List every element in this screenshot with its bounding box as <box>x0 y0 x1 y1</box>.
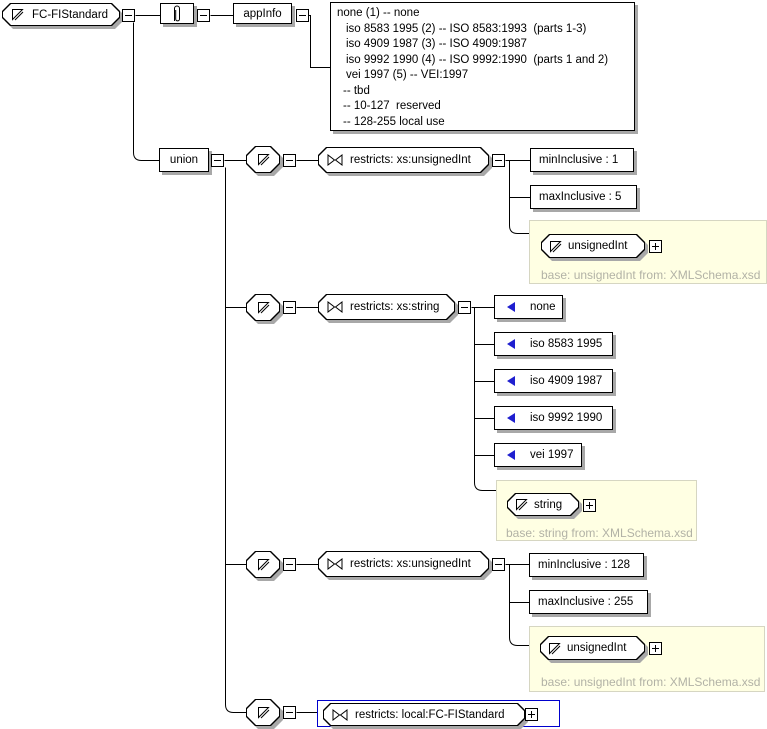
enum-value-item[interactable]: none <box>494 295 563 319</box>
enum-triangle-icon <box>507 376 515 386</box>
collapse-toggle-restriction-3[interactable] <box>492 558 505 571</box>
facet-maxInclusive-box[interactable]: maxInclusive : 5 <box>530 185 637 209</box>
enum-label: iso 4909 1987 <box>530 375 602 387</box>
restriction-node-label: restricts: local:FC-FIStandard <box>355 709 505 721</box>
base-type-label: unsignedInt <box>567 642 626 654</box>
simpletype-icon <box>257 558 270 571</box>
bowtie-restriction-icon <box>327 301 343 313</box>
base-type-label: unsignedInt <box>568 240 627 252</box>
facet-label: minInclusive : 128 <box>538 559 630 571</box>
collapse-toggle-union[interactable] <box>211 154 224 167</box>
restriction-node-3[interactable]: restricts: xs:unsignedInt <box>318 551 489 577</box>
facet-label: maxInclusive : 5 <box>539 191 621 203</box>
facet-maxInclusive-box[interactable]: maxInclusive : 255 <box>529 590 648 614</box>
restriction-node-1[interactable]: restricts: xs:unsignedInt <box>318 147 489 173</box>
enum-value-item[interactable]: iso 8583 1995 <box>494 332 613 356</box>
enum-label: none <box>530 301 556 313</box>
enum-triangle-icon <box>507 339 515 349</box>
base-caption: base: string from: XMLSchema.xsd <box>506 526 693 540</box>
simpletype-icon <box>257 153 270 166</box>
restriction-node-label: restricts: xs:string <box>350 301 439 313</box>
bowtie-restriction-icon <box>332 709 348 721</box>
appinfo-line: none (1) -- none <box>337 6 632 22</box>
simpletype-icon-node-4[interactable] <box>246 699 280 726</box>
expand-toggle-base-1[interactable] <box>649 240 662 253</box>
expand-toggle-base-3[interactable] <box>649 642 662 655</box>
enum-triangle-icon <box>507 413 515 423</box>
enum-value-item[interactable]: iso 4909 1987 <box>494 369 613 393</box>
enum-triangle-icon <box>507 450 515 460</box>
base-type-box-3: unsignedInt base: unsignedInt from: XMLS… <box>529 626 765 692</box>
annotation-node[interactable] <box>160 3 194 24</box>
collapse-toggle-member-4[interactable] <box>283 706 296 719</box>
selection-highlight: restricts: local:FC-FIStandard <box>317 700 560 727</box>
appinfo-line: -- tbd <box>337 84 632 100</box>
appinfo-documentation-box[interactable]: none (1) -- none iso 8583 1995 (2) -- IS… <box>330 2 635 131</box>
facet-minInclusive-box[interactable]: minInclusive : 1 <box>530 148 634 172</box>
simpletype-icon <box>11 8 24 21</box>
simpletype-icon-node-1[interactable] <box>246 146 280 173</box>
base-caption: base: unsignedInt from: XMLSchema.xsd <box>541 675 760 689</box>
appinfo-node[interactable]: appInfo <box>233 3 292 24</box>
appinfo-line: iso 9992 1990 (4) -- ISO 9992:1990 (part… <box>337 53 632 69</box>
collapse-toggle-restriction-1[interactable] <box>492 154 505 167</box>
root-simpletype-node[interactable]: FC-FIStandard <box>2 3 120 26</box>
enum-label: iso 9992 1990 <box>530 412 602 424</box>
root-node-label: FC-FIStandard <box>32 9 108 21</box>
restriction-node-label: restricts: xs:unsignedInt <box>350 558 471 570</box>
simpletype-icon <box>257 706 270 719</box>
appinfo-line: -- 128-255 local use <box>337 115 632 131</box>
collapse-toggle-member-1[interactable] <box>283 154 296 167</box>
enum-value-item[interactable]: vei 1997 <box>494 443 582 467</box>
appinfo-line: iso 8583 1995 (2) -- ISO 8583:1993 (part… <box>337 22 632 38</box>
facet-label: minInclusive : 1 <box>539 154 618 166</box>
simpletype-icon <box>515 498 528 511</box>
restriction-node-2[interactable]: restricts: xs:string <box>318 294 455 320</box>
base-type-node[interactable]: unsignedInt <box>540 636 645 660</box>
enum-triangle-icon <box>507 302 515 312</box>
collapse-toggle-annotation[interactable] <box>197 9 210 22</box>
collapse-toggle-root[interactable] <box>122 9 135 22</box>
facet-label: maxInclusive : 255 <box>538 596 633 608</box>
paperclip-icon <box>171 4 183 23</box>
base-type-box-1: unsignedInt base: unsignedInt from: XMLS… <box>529 220 767 284</box>
simpletype-icon <box>548 642 561 655</box>
expand-toggle-base-2[interactable] <box>583 499 596 512</box>
union-node-label: union <box>170 154 198 166</box>
enum-label: vei 1997 <box>530 449 573 461</box>
appinfo-node-label: appInfo <box>243 8 281 20</box>
union-node[interactable]: union <box>159 148 209 172</box>
simpletype-icon <box>549 240 562 253</box>
simpletype-icon-node-3[interactable] <box>246 551 280 578</box>
collapse-toggle-restriction-2[interactable] <box>458 301 471 314</box>
base-type-node[interactable]: unsignedInt <box>541 234 645 258</box>
base-type-box-2: string base: string from: XMLSchema.xsd <box>496 480 697 541</box>
bowtie-restriction-icon <box>327 558 343 570</box>
base-caption: base: unsignedInt from: XMLSchema.xsd <box>541 268 760 282</box>
bowtie-restriction-icon <box>327 154 343 166</box>
base-type-label: string <box>534 499 562 511</box>
appinfo-line: -- 10-127 reserved <box>337 99 632 115</box>
base-type-node[interactable]: string <box>507 493 579 516</box>
restriction-node-4[interactable]: restricts: local:FC-FIStandard <box>323 703 525 726</box>
appinfo-line: iso 4909 1987 (3) -- ISO 4909:1987 <box>337 37 632 53</box>
simpletype-icon-node-2[interactable] <box>246 294 280 321</box>
expand-toggle-restriction-4[interactable] <box>525 708 538 721</box>
collapse-toggle-member-3[interactable] <box>283 558 296 571</box>
simpletype-icon <box>257 301 270 314</box>
collapse-toggle-appinfo[interactable] <box>296 9 309 22</box>
appinfo-line: vei 1997 (5) -- VEI:1997 <box>337 68 632 84</box>
enum-value-item[interactable]: iso 9992 1990 <box>494 406 613 430</box>
restriction-node-label: restricts: xs:unsignedInt <box>350 154 471 166</box>
enum-label: iso 8583 1995 <box>530 338 602 350</box>
facet-minInclusive-box[interactable]: minInclusive : 128 <box>529 553 644 577</box>
collapse-toggle-member-2[interactable] <box>283 301 296 314</box>
